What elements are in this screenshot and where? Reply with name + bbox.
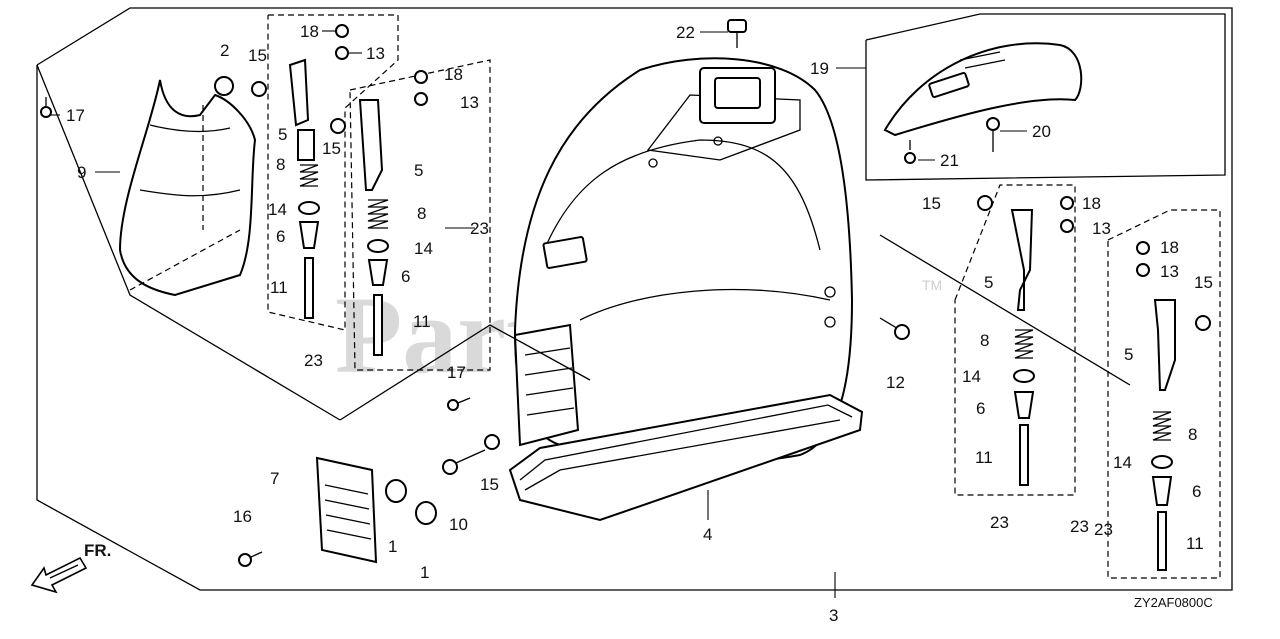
callout-15-c: 15 [922,194,941,213]
callout-19: 19 [810,59,829,78]
callout-6-c: 6 [976,399,985,418]
latch-assembly-d[interactable] [1136,241,1211,571]
grommet-15-b[interactable] [484,434,500,450]
callout-8-c: 8 [980,331,989,350]
callout-18-c: 18 [1082,194,1101,213]
callout-15-e: 15 [480,475,499,494]
callout-23-e: 23 [1070,517,1089,536]
callout-14-a: 14 [268,200,287,219]
watermark-tm: TM [922,277,942,293]
screw-21[interactable] [904,140,916,164]
screw-17-b[interactable] [447,397,471,411]
callout-2: 2 [220,41,229,60]
callout-6-b: 6 [401,267,410,286]
callout-8-b: 8 [417,204,426,223]
callout-18-b: 18 [444,65,463,84]
callout-22: 22 [676,23,695,42]
bolt-12[interactable] [879,317,910,340]
grommet-1-b[interactable] [415,501,437,525]
assembly-frame-3 [36,7,1233,591]
diagram-code: ZY2AF0800C [1134,595,1213,610]
callout-16: 16 [233,507,252,526]
callout-10: 10 [449,515,468,534]
seal-4[interactable] [508,393,864,522]
callout-6-d: 6 [1192,482,1201,501]
callout-23-b: 23 [470,219,489,238]
latch-assembly-a[interactable] [288,24,349,319]
callout-6-a: 6 [276,227,285,246]
callout-13-b: 13 [460,93,479,112]
screw-16[interactable] [238,551,263,567]
callout-18-a: 18 [300,22,319,41]
callout-21: 21 [940,151,959,170]
callout-15-b: 15 [322,139,341,158]
callout-23-c: 23 [990,513,1009,532]
grille-7[interactable] [315,456,378,564]
callout-1-b: 1 [420,563,429,582]
callout-9: 9 [77,163,86,182]
inner-cover-9[interactable] [118,79,257,297]
callout-23-d: 23 [1094,520,1113,539]
callout-17-b: 17 [447,363,466,382]
callout-18-d: 18 [1160,238,1179,257]
bolt-10[interactable] [442,449,486,475]
callout-14-b: 14 [414,239,433,258]
callout-14-c: 14 [962,367,981,386]
front-direction-arrow: FR. [30,541,111,594]
right-frame-line [879,234,1131,386]
latch-frame-d [1107,209,1221,579]
callout-17-a: 17 [66,106,85,125]
screw-17-a[interactable] [40,97,52,118]
callout-11-a: 11 [270,278,288,297]
callout-11-d: 11 [1186,534,1204,553]
callout-8-d: 8 [1188,425,1197,444]
callout-13-d: 13 [1160,262,1179,281]
latch-assembly-b[interactable] [330,70,428,356]
callout-15-a: 15 [248,46,267,65]
callout-7: 7 [270,469,279,488]
cap-22[interactable] [727,19,747,48]
panel-frame-19 [865,13,1226,181]
latch-frame-a [267,14,399,331]
callout-23-a: 23 [304,351,323,370]
callout-11-b: 11 [413,312,431,331]
callout-12: 12 [886,373,905,392]
callout-13-c: 13 [1092,219,1111,238]
callout-5-a: 5 [278,125,287,144]
top-panel-19[interactable] [883,42,1083,137]
callout-13-a: 13 [366,44,385,63]
front-grille-opening [513,323,580,447]
grommet-15-a[interactable] [251,81,267,97]
callout-8-a: 8 [276,155,285,174]
callout-1-a: 1 [388,537,397,556]
latch-frame-b [349,59,491,371]
callout-14-d: 14 [1113,453,1132,472]
leader-lines [50,30,1027,598]
callout-3: 3 [829,606,838,625]
rivet-20[interactable] [986,117,1000,152]
callout-15-d: 15 [1194,273,1213,292]
callout-5-b: 5 [414,161,423,180]
latch-frame-c [954,184,1076,496]
callout-11-c: 11 [975,448,993,467]
callout-20: 20 [1032,122,1051,141]
callout-4: 4 [703,525,712,544]
engine-cover-3[interactable] [513,57,854,464]
bracket-frame [339,324,591,421]
callouts: 22 19 20 21 18 13 2 15 17 9 5 8 14 6 11 … [66,22,1213,625]
callout-5-c: 5 [984,273,993,292]
grommet-2[interactable] [214,76,234,96]
front-direction-label: FR. [84,541,111,560]
latch-assembly-c[interactable] [977,195,1074,486]
callout-5-d: 5 [1124,345,1133,364]
grommet-1-a[interactable] [385,479,407,503]
inner-cover-frame [36,64,341,421]
